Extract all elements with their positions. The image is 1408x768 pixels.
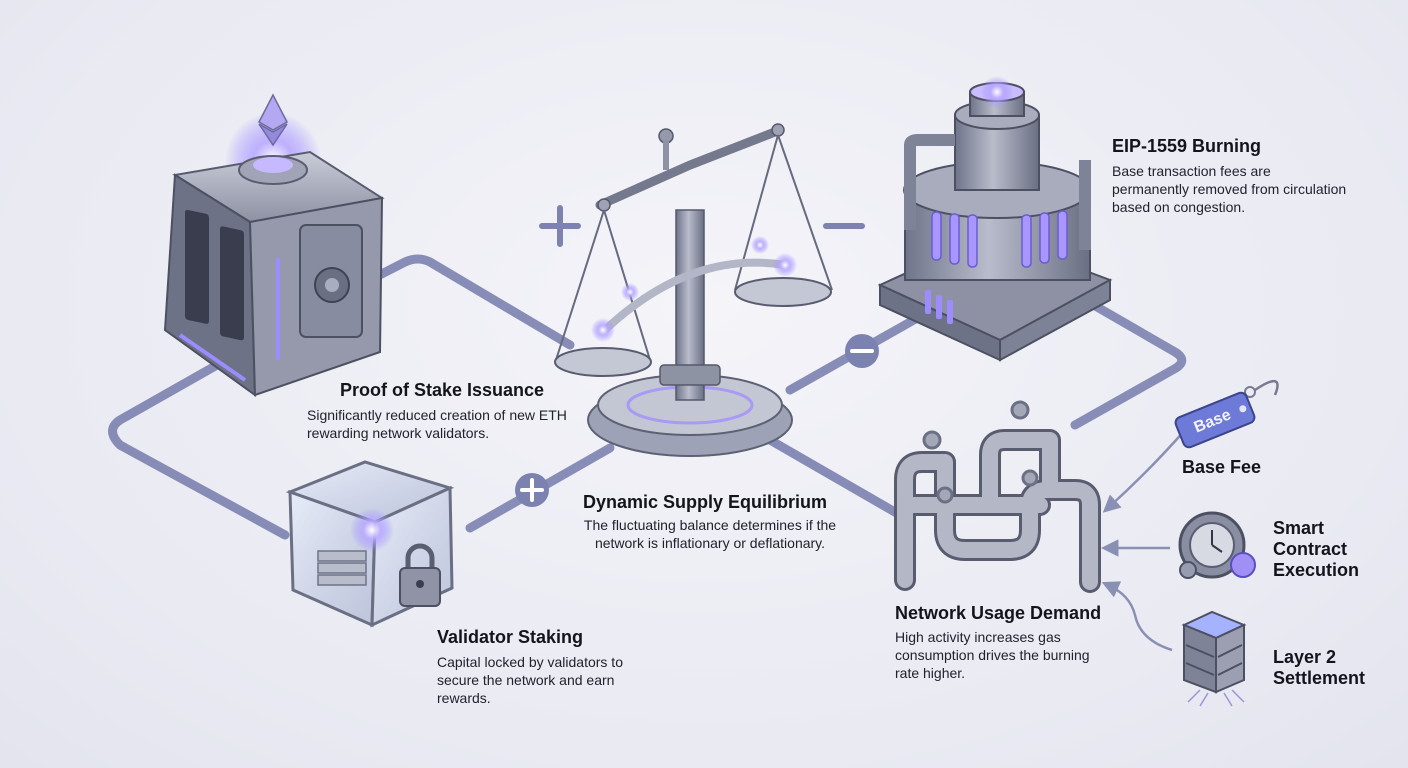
plus-node-icon [515, 473, 549, 507]
staking-title: Validator Staking [437, 627, 632, 648]
gear-clock-icon [1180, 513, 1255, 578]
eip-label: EIP-1559 Burning Base transaction fees a… [1112, 136, 1347, 216]
layer2-label: Layer 2 Settlement [1273, 647, 1383, 689]
server-stack-icon [1184, 612, 1244, 706]
input-arrows [1108, 430, 1185, 650]
pos-description: Significantly reduced creation of new ET… [307, 406, 572, 442]
base-fee-label: Base Fee [1182, 457, 1261, 478]
equilibrium-label: Dynamic Supply Equilibrium [583, 492, 843, 513]
pos-vault-icon [165, 95, 382, 395]
minus-node-icon [845, 334, 879, 368]
equilibrium-desc-block: The fluctuating balance determines if th… [565, 514, 855, 552]
eip-description: Base transaction fees are permanently re… [1112, 162, 1347, 216]
balance-scale-icon [555, 124, 832, 456]
equilibrium-description: The fluctuating balance determines if th… [565, 516, 855, 552]
usage-title: Network Usage Demand [895, 603, 1110, 624]
staking-description: Capital locked by validators to secure t… [437, 653, 632, 707]
pipe-network-icon [905, 402, 1090, 582]
smart-contract-label: Smart Contract Execution [1273, 518, 1383, 581]
staking-cube-icon [290, 462, 452, 625]
staking-label: Validator Staking Capital locked by vali… [437, 627, 632, 707]
equilibrium-title: Dynamic Supply Equilibrium [583, 492, 843, 513]
usage-description: High activity increases gas consumption … [895, 628, 1110, 682]
usage-label: Network Usage Demand High activity incre… [895, 603, 1110, 682]
pos-title: Proof of Stake Issuance [340, 380, 580, 401]
pos-desc-block: Significantly reduced creation of new ET… [307, 404, 572, 442]
eip-title: EIP-1559 Burning [1112, 136, 1347, 157]
pos-label: Proof of Stake Issuance [340, 380, 580, 401]
plus-icon [542, 208, 578, 244]
burn-machine-icon [880, 76, 1110, 360]
